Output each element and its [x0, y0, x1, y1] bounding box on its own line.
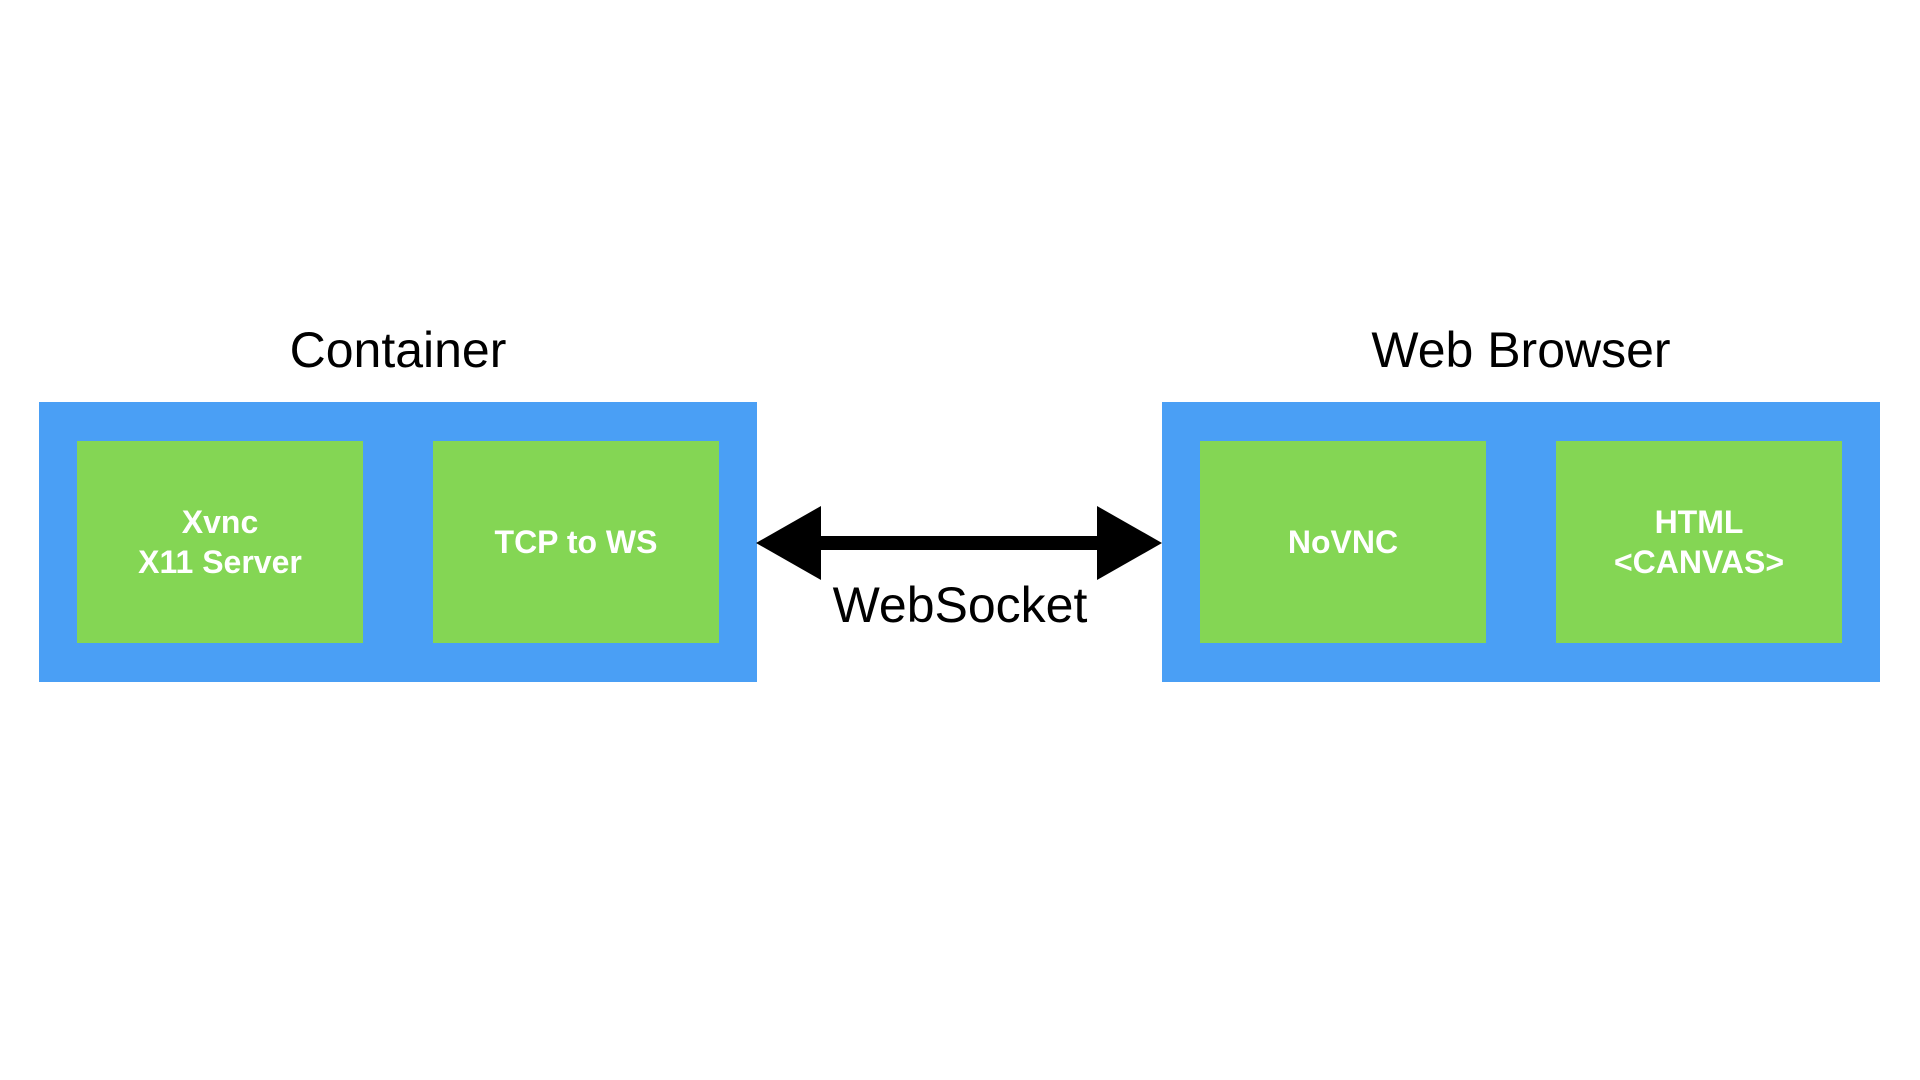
component-label-line: Xvnc	[181, 504, 259, 540]
arrow-right-head	[1097, 506, 1162, 580]
component-label-line: <CANVAS>	[1613, 544, 1785, 580]
component-label-line: NoVNC	[1287, 524, 1399, 560]
html-canvas-component: HTML <CANVAS>	[1556, 441, 1842, 643]
xvnc-x11-server-component: Xvnc X11 Server	[77, 441, 363, 643]
web-browser-group-box: NoVNC HTML <CANVAS>	[1162, 402, 1880, 682]
web-browser-group-title: Web Browser	[1371, 322, 1671, 378]
arrow-left-head	[756, 506, 821, 580]
component-label-line: TCP to WS	[494, 524, 658, 560]
component-label-line: HTML	[1654, 504, 1744, 540]
arrow-shaft	[816, 536, 1102, 550]
component-label-line: X11 Server	[138, 544, 302, 580]
container-group-title: Container	[289, 322, 507, 378]
container-group-box: Xvnc X11 Server TCP to WS	[39, 402, 757, 682]
websocket-label: WebSocket	[832, 577, 1088, 633]
websocket-double-arrow	[756, 506, 1162, 580]
novnc-component: NoVNC	[1200, 441, 1486, 643]
tcp-to-ws-component: TCP to WS	[433, 441, 719, 643]
